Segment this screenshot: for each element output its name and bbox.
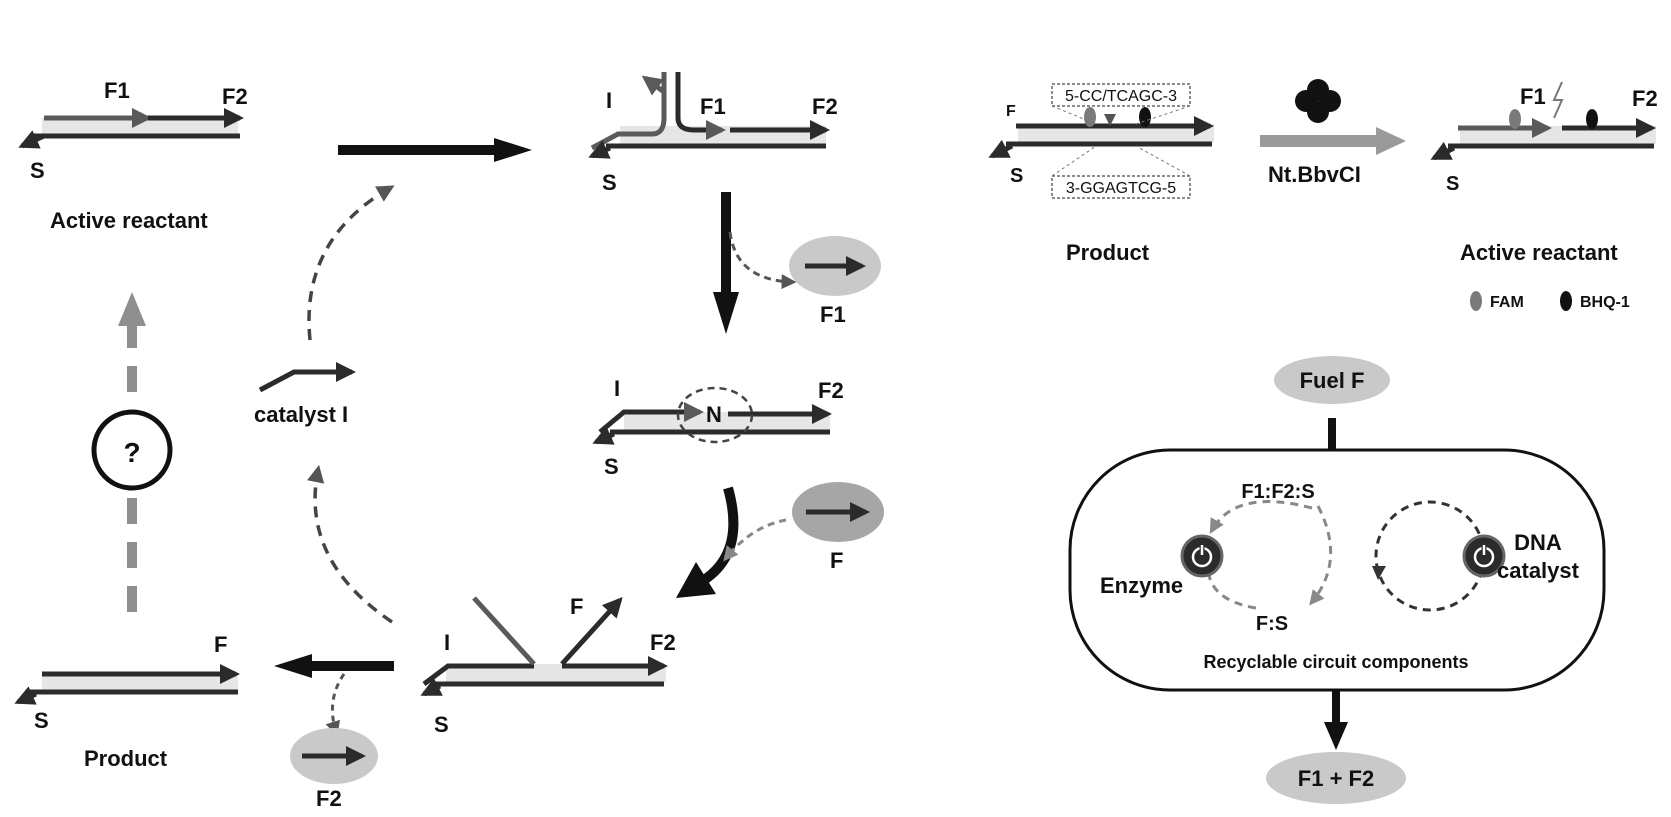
product-duplex [14, 664, 240, 705]
enzyme-name: Nt.BbvCI [1268, 162, 1361, 187]
invasion-i-label: I [606, 88, 612, 113]
bhq-marker-icon [1560, 291, 1572, 311]
enzyme-active-reactant-title: Active reactant [1460, 240, 1618, 265]
legend-fam: FAM [1470, 291, 1524, 311]
enzyme-power-icon [1180, 534, 1224, 578]
enzyme-active-reactant-f2-label: F2 [1632, 86, 1658, 111]
fuel-f-ellipse [792, 482, 884, 542]
catalyst-recycle-arrow-up [307, 185, 395, 341]
fuel-input-node [1274, 356, 1390, 404]
nicking-enzyme-icon [1295, 79, 1341, 123]
nicked-i-label: I [614, 376, 620, 401]
catalyst-loop-arrowhead [1372, 566, 1386, 580]
nicked-s-label: S [604, 454, 619, 479]
recognition-site-bottom-sequence: 3-GGAGTCG-5 [1066, 180, 1176, 197]
catalyst-label-line2: catalyst [1497, 558, 1580, 583]
legend-fam-label: FAM [1490, 294, 1524, 311]
legend-bhq-label: BHQ-1 [1580, 294, 1630, 311]
nicked-f2-label: F2 [818, 378, 844, 403]
enzyme-product-f-label: F [1006, 103, 1016, 120]
three-way-f2-label: F2 [650, 630, 676, 655]
product-s-label: S [34, 708, 49, 733]
enzyme-active-reactant-s-label: S [1446, 173, 1459, 195]
active-reactant-f2-label: F2 [222, 84, 248, 109]
three-way-i-label: I [444, 630, 450, 655]
released-f1-ellipse [789, 236, 881, 296]
released-f1-label: F1 [820, 302, 846, 327]
invasion-f1-label: F1 [700, 94, 726, 119]
enzyme-loop-top-arrow [1209, 500, 1313, 534]
state-bottom-label: F:S [1256, 613, 1288, 635]
output-label: F1 + F2 [1298, 766, 1374, 791]
state-top-label: F1:F2:S [1241, 481, 1314, 503]
nicked-complex [592, 386, 832, 445]
active-reactant-duplex [18, 108, 244, 149]
step-arrow-release-f1 [713, 192, 797, 334]
output-node [1266, 752, 1406, 804]
step-arrow-release-f2 [274, 654, 394, 737]
recyclable-caption: Recyclable circuit components [1203, 652, 1468, 672]
enzyme-product-s-label: S [1010, 165, 1023, 187]
enzyme-label: Enzyme [1100, 573, 1183, 598]
catalyst-recycle-arrow-back [307, 464, 393, 624]
step-arrow-invasion [338, 138, 532, 162]
active-reactant-title: Active reactant [50, 208, 208, 233]
catalyst-label: catalyst I [254, 402, 348, 427]
catalyst-strand [258, 362, 356, 393]
fuel-input-label: Fuel F [1300, 368, 1365, 393]
enzyme-loop-right-arc [1309, 505, 1333, 606]
fam-marker-icon [1470, 291, 1482, 311]
step-arrow-fuel-binding [676, 486, 787, 598]
product-title: Product [84, 746, 168, 771]
enzyme-active-reactant-f1-label: F1 [1520, 84, 1546, 109]
question-mark-text: ? [123, 437, 140, 468]
product-f-label: F [214, 632, 227, 657]
three-way-s-label: S [434, 712, 449, 737]
enzyme-active-reactant-duplex [1430, 81, 1656, 161]
invasion-complex [588, 72, 830, 159]
released-f2-label: F2 [316, 786, 342, 811]
question-mark-icon: ? [91, 409, 173, 491]
three-way-f-label: F [570, 594, 583, 619]
fuel-f-label: F [830, 548, 843, 573]
output-arrow [1324, 690, 1348, 750]
catalyst-label-line1: DNA [1514, 530, 1562, 555]
enzyme-product-title: Product [1066, 240, 1150, 265]
active-reactant-s-label: S [30, 158, 45, 183]
active-reactant-f1-label: F1 [104, 78, 130, 103]
enzyme-reaction-arrow [1260, 127, 1406, 155]
nicked-n-label: N [706, 402, 722, 427]
released-f2-ellipse [290, 728, 378, 784]
invasion-s-label: S [602, 170, 617, 195]
catalyst-power-icon [1462, 534, 1506, 578]
legend-bhq: BHQ-1 [1560, 291, 1630, 311]
invasion-f2-label: F2 [812, 94, 838, 119]
recognition-site-top-sequence: 5-CC/TCAGC-3 [1065, 88, 1177, 105]
three-way-complex [420, 596, 668, 697]
enzyme-product-duplex [988, 83, 1214, 199]
